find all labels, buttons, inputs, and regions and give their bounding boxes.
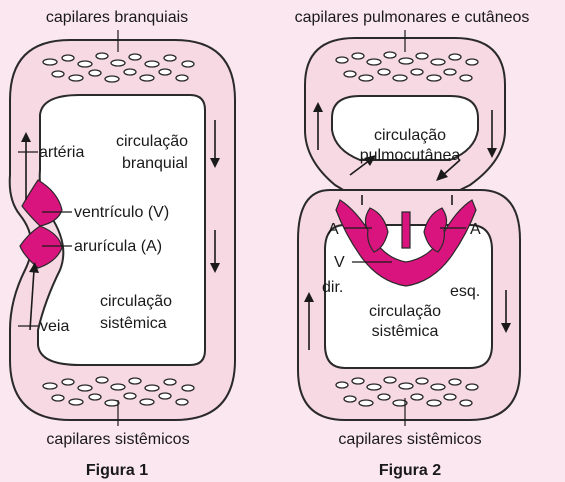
fig1-circ-sistemica-line1: circulação — [100, 293, 172, 310]
fig1-circ-branquial-line2: branquial — [122, 155, 188, 172]
fig1-circ-sistemica-line2: sistêmica — [100, 315, 167, 332]
fig2-dir-label: dir. — [322, 279, 343, 296]
fig2-circ-sistemica-line2: sistêmica — [372, 323, 439, 340]
fig1-bottom-label: capilares sistêmicos — [46, 431, 189, 448]
fig2-septum — [402, 212, 410, 248]
fig2-ventricle-label: V — [334, 254, 345, 271]
fig2-caption: Figura 2 — [379, 462, 441, 479]
fig2-bottom-label: capilares sistêmicos — [338, 431, 481, 448]
fig2-circ-pulmo-line2: pulmocutânea — [360, 147, 461, 164]
fig1-systemic-capillary-bed — [32, 372, 212, 412]
fig2-pulmonary-capillary-bed — [325, 45, 490, 89]
figure-1: capilares branquiais artéria circulação … — [10, 9, 235, 479]
fig2-esq-label: esq. — [450, 283, 480, 300]
figure-2: capilares pulmonares e cutâneos circulaç… — [295, 9, 530, 479]
fig2-left-atrium-label: A — [328, 221, 339, 238]
fig1-atrium-label: arurícula (A) — [74, 238, 162, 255]
fig1-arteria-label: artéria — [39, 144, 84, 161]
fig1-top-label: capilares branquiais — [46, 9, 188, 26]
fig1-branchial-capillary-bed — [32, 48, 212, 88]
fig2-right-atrium-label: A — [470, 221, 481, 238]
fig1-veia-label: veia — [40, 318, 69, 335]
fig1-caption: Figura 1 — [86, 462, 148, 479]
fig2-circ-sistemica-line1: circulação — [369, 303, 441, 320]
fig1-ventricle-label: ventrículo (V) — [74, 204, 169, 221]
fig2-circ-pulmo-line1: circulação — [374, 127, 446, 144]
fig1-circ-branquial-line1: circulação — [116, 133, 188, 150]
fig2-systemic-capillary-bed — [325, 370, 490, 414]
fig2-top-label: capilares pulmonares e cutâneos — [295, 9, 530, 26]
